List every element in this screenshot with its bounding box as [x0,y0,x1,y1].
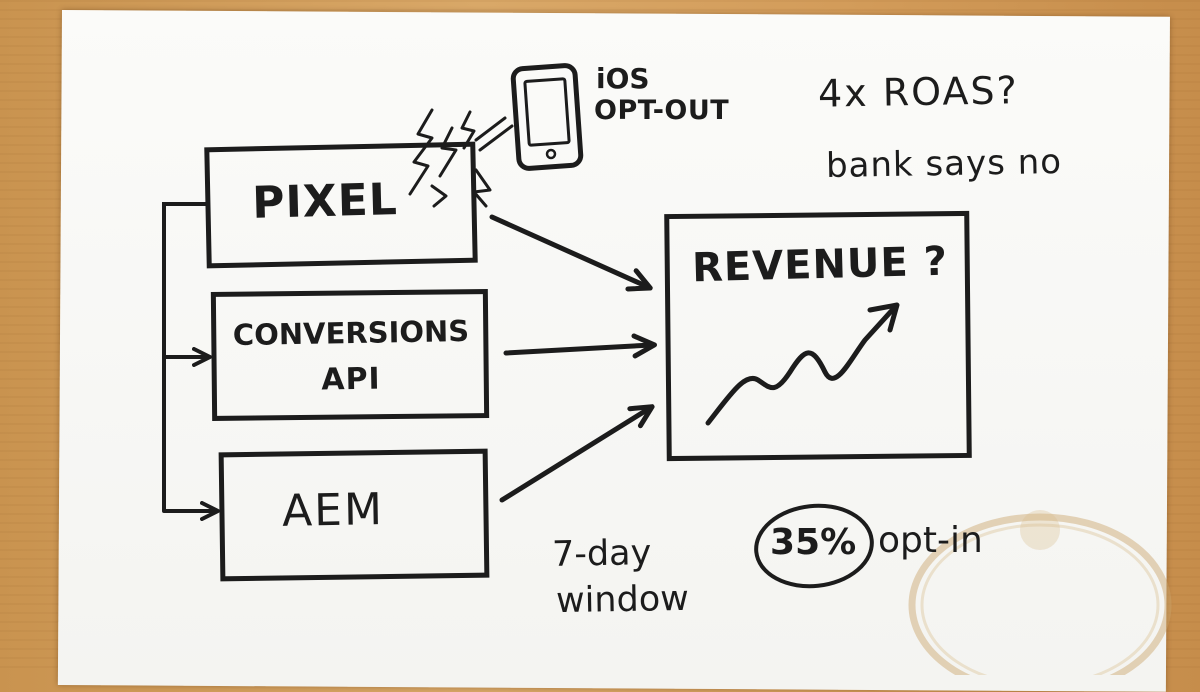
window-note-line2: window [555,578,690,622]
revenue-box [664,210,972,462]
optin-circle [754,503,874,589]
aem-label: AEM [281,484,385,537]
coffee-stain [908,510,1172,675]
ios-note-line2: OPT-OUT [594,95,730,126]
bank-note: bank says no [825,141,1063,187]
arrow-pixel-to-revenue [489,214,653,292]
roas-note: 4x ROAS? [817,68,1020,116]
window-note-line1: 7-day [551,533,652,575]
optin-percent: 35% [770,522,857,563]
phone-icon [510,63,584,171]
optin-label: opt-in [878,520,983,561]
pixel-label: PIXEL [251,174,399,229]
pixel-box [204,141,478,269]
aem-box [218,448,490,582]
capi-label-line2: API [321,361,381,398]
ios-note-line1: iOS [596,62,650,95]
arrow-aem-to-revenue [499,404,655,503]
left-bracket-connector [162,202,220,521]
sketch-lines [162,63,1172,675]
capi-box [210,289,490,421]
arrow-capi-to-revenue [503,333,657,359]
trend-arrow-icon [705,302,900,426]
capi-label-line1: CONVERSIONS [232,313,470,353]
lightning-icon [408,108,514,208]
revenue-label: REVENUE ? [691,238,949,292]
